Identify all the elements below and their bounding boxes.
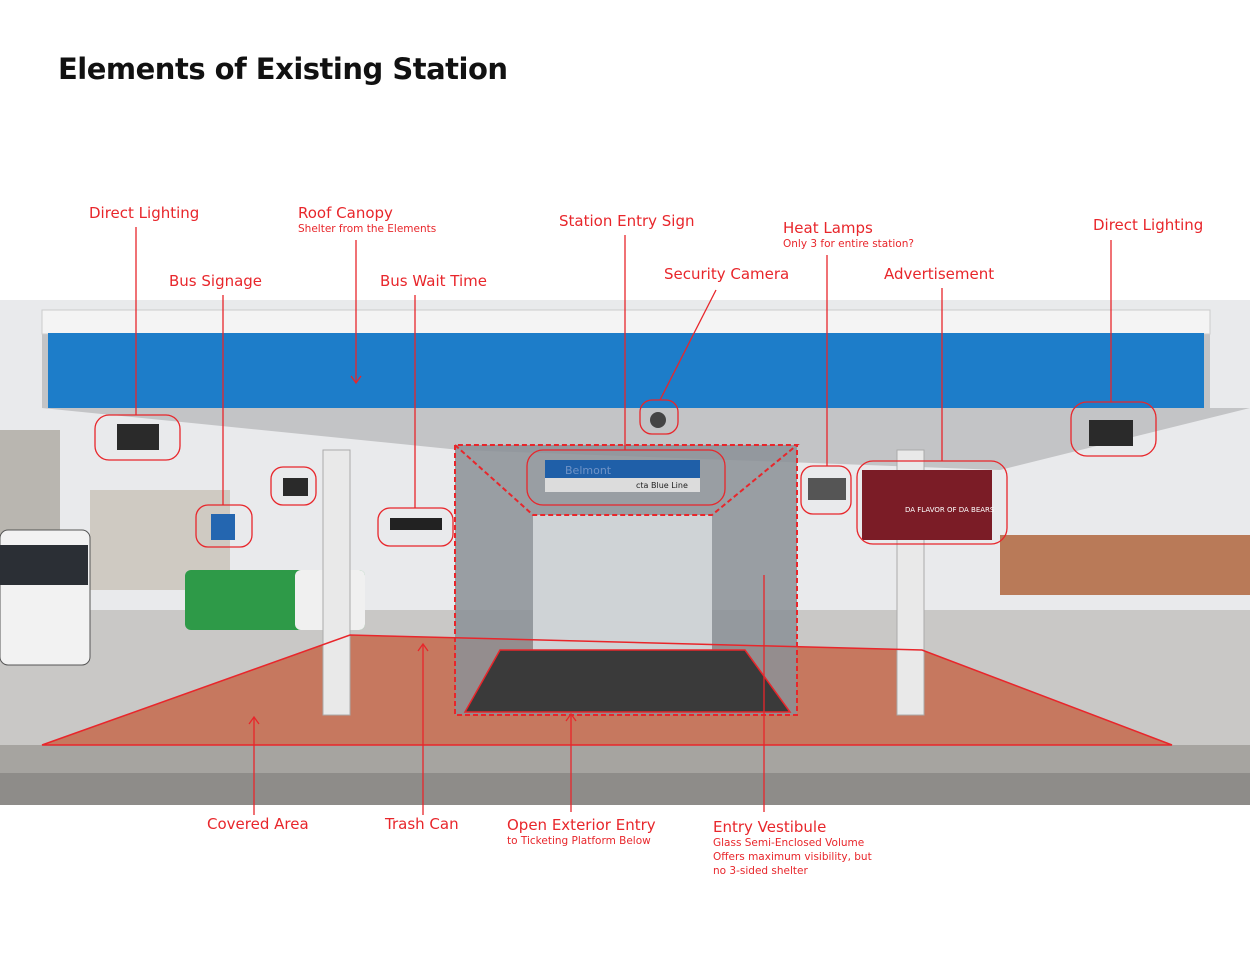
label-heat-lamps-sub: Only 3 for entire station? — [783, 238, 914, 250]
label-heat-lamps-title: Heat Lamps — [783, 219, 873, 237]
label-open-exterior-entry-title: Open Exterior Entry — [507, 816, 656, 834]
page-title: Elements of Existing Station — [58, 52, 508, 86]
escalator-opening — [465, 650, 790, 712]
light-fixture — [1089, 420, 1133, 446]
label-bus-signage: Bus Signage — [169, 272, 263, 290]
label-security-camera: Security Camera — [664, 265, 790, 283]
label-roof-canopy: Roof Canopy Shelter from the Elements — [298, 205, 436, 236]
label-roof-canopy-title: Roof Canopy — [298, 204, 393, 222]
ad-text: DA FLAVOR OF DA BEARS — [905, 506, 995, 514]
label-open-exterior-entry: Open Exterior Entry to Ticketing Platfor… — [507, 817, 656, 848]
label-advertisement: Advertisement — [884, 265, 995, 283]
label-heat-lamps: Heat Lamps Only 3 for entire station? — [783, 220, 914, 251]
street — [0, 773, 1250, 805]
shops — [1000, 535, 1250, 595]
bus-window — [0, 545, 88, 585]
label-station-entry-sign: Station Entry Sign — [559, 212, 695, 230]
label-direct-lighting-right: Direct Lighting — [1093, 216, 1204, 234]
vestibule-opening — [533, 515, 712, 650]
light-fixture — [117, 424, 159, 450]
label-roof-canopy-sub: Shelter from the Elements — [298, 223, 437, 235]
label-bus-wait-time: Bus Wait Time — [380, 272, 487, 290]
canopy-blue-band — [48, 333, 1204, 408]
label-entry-vestibule-sub1: Glass Semi-Enclosed Volume — [713, 837, 865, 849]
label-direct-lighting-left: Direct Lighting — [89, 204, 200, 222]
station-sign-text: Belmont — [565, 464, 612, 477]
label-entry-vestibule-sub2: Offers maximum visibility, but — [713, 851, 872, 863]
heat-lamp — [808, 478, 846, 500]
bus-wait-display — [390, 518, 442, 530]
security-camera — [650, 412, 666, 428]
label-entry-vestibule-title: Entry Vestibule — [713, 818, 827, 836]
curb — [0, 745, 1250, 773]
label-trash-can: Trash Can — [385, 815, 459, 833]
label-covered-area: Covered Area — [207, 815, 309, 833]
canopy-fascia — [41, 309, 1211, 335]
line-name-strip — [545, 478, 700, 492]
label-entry-vestibule-sub3: no 3-sided shelter — [713, 865, 808, 877]
annotation-layer — [41, 227, 1173, 815]
line-name-text: cta Blue Line — [636, 481, 688, 490]
label-open-exterior-entry-sub: to Ticketing Platform Below — [507, 835, 651, 847]
pillar — [322, 449, 351, 716]
bus-sign — [211, 514, 235, 540]
advertisement-panel — [862, 470, 992, 540]
light-fixture — [283, 478, 308, 496]
label-entry-vestibule: Entry Vestibule Glass Semi-Enclosed Volu… — [713, 819, 872, 878]
